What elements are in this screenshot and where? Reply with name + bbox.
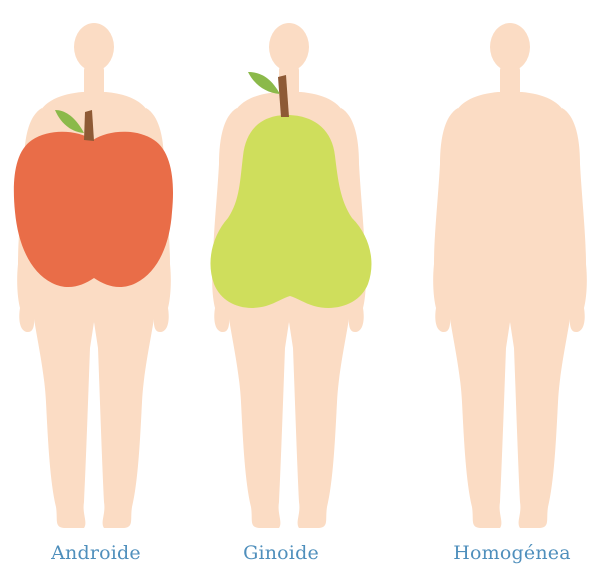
gynoid-body-figure (210, 23, 371, 528)
gynoid-label: Ginoide (181, 541, 381, 565)
homogeneous-body-figure (433, 23, 587, 528)
android-label: Androide (0, 541, 196, 565)
android-body-figure (14, 23, 173, 528)
homogeneous-label: Homogénea (412, 541, 602, 565)
homogeneous-silhouette (433, 23, 587, 528)
